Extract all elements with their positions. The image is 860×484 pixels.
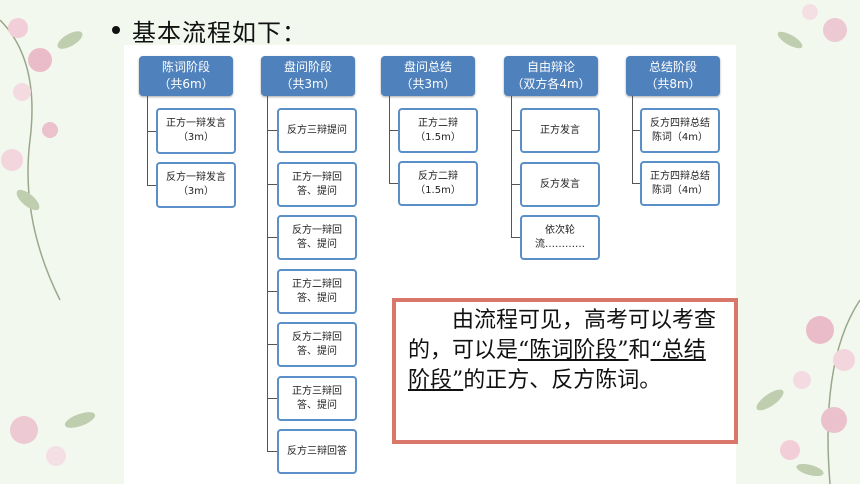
- flower-decoration-left: [0, 18, 96, 466]
- header-title: 盘问总结: [403, 60, 452, 74]
- connector: [511, 96, 512, 238]
- step-box: 反方二辩回答、提问: [277, 322, 357, 367]
- note-text-2: 和: [628, 338, 651, 363]
- connector: [267, 96, 268, 452]
- connector: [511, 130, 520, 131]
- note-text-1: 由流程可见，高考可以考查的，可以是: [408, 308, 717, 363]
- header-title: 总结阶段: [648, 60, 697, 74]
- connector: [267, 130, 277, 131]
- header-title: 盘问阶段: [283, 60, 332, 74]
- header-column-4: 自由辩论 （双方各4m）: [504, 56, 598, 96]
- connector: [632, 130, 640, 131]
- step-box: 正方三辩回答、提问: [277, 376, 357, 421]
- step-box: 正方二辩回答、提问: [277, 269, 357, 314]
- connector: [267, 184, 277, 185]
- step-box: 正方二辩（1.5m）: [398, 108, 478, 153]
- note-text-3: 的正方、反方陈词。: [463, 368, 662, 393]
- connector: [389, 96, 390, 184]
- connector: [632, 183, 640, 184]
- connector: [267, 291, 277, 292]
- header-title: 自由辩论: [526, 60, 575, 74]
- header-sub: （共6m）: [158, 77, 214, 91]
- header-sub: （共3m）: [400, 77, 456, 91]
- slide-title: 基本流程如下：: [132, 18, 307, 47]
- step-box: 正方四辩总结陈词（4m）: [640, 161, 720, 206]
- step-box: 正方发言: [520, 108, 600, 153]
- header-column-5: 总结阶段 （共8m）: [626, 56, 720, 96]
- note-highlight-chenci: “陈词阶段”: [518, 338, 629, 363]
- header-sub: （共3m）: [280, 77, 336, 91]
- header-title: 陈词阶段: [161, 60, 210, 74]
- title-row: 基本流程如下：: [112, 12, 307, 48]
- connector: [632, 96, 633, 184]
- connector: [267, 237, 277, 238]
- bullet-icon: [112, 26, 120, 34]
- step-box: 依次轮流…………: [520, 215, 600, 260]
- step-box: 正方一辩回答、提问: [277, 162, 357, 207]
- step-box: 反方一辩发言（3m）: [156, 162, 236, 208]
- conclusion-note: 由流程可见，高考可以考查的，可以是“陈词阶段”和“总结阶段”的正方、反方陈词。: [392, 298, 738, 444]
- connector: [511, 184, 520, 185]
- header-sub: （共8m）: [645, 77, 701, 91]
- step-box: 反方一辩回答、提问: [277, 215, 357, 260]
- connector: [267, 344, 277, 345]
- connector: [511, 237, 520, 238]
- step-box: 反方三辩回答: [277, 429, 357, 474]
- header-sub: （双方各4m）: [511, 77, 591, 91]
- connector: [389, 130, 398, 131]
- note-highlight-zongjie: “总结阶段”: [408, 338, 706, 393]
- connector: [147, 131, 156, 132]
- header-column-2: 盘问阶段 （共3m）: [261, 56, 355, 96]
- step-box: 反方四辩总结陈词（4m）: [640, 108, 720, 153]
- connector: [389, 183, 398, 184]
- connector: [147, 185, 156, 186]
- step-box: 反方二辩（1.5m）: [398, 161, 478, 206]
- step-box: 反方发言: [520, 162, 600, 207]
- connector: [267, 398, 277, 399]
- connector: [147, 96, 148, 186]
- flower-decoration-right: [756, 4, 860, 484]
- step-box: 正方一辩发言（3m）: [156, 108, 236, 154]
- header-column-3: 盘问总结 （共3m）: [381, 56, 475, 96]
- connector: [267, 451, 277, 452]
- step-box: 反方三辩提问: [277, 108, 357, 153]
- header-column-1: 陈词阶段 （共6m）: [139, 56, 233, 96]
